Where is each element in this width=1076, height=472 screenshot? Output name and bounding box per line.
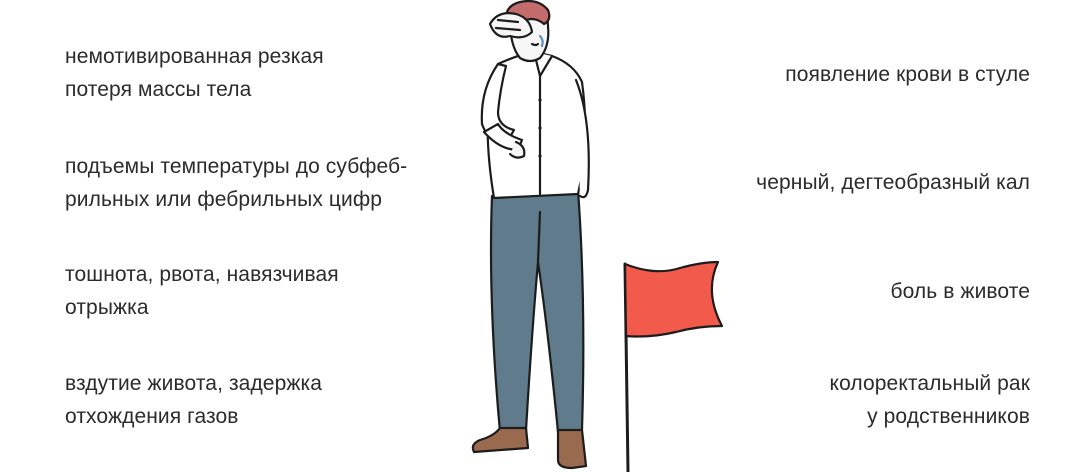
shirt [486,50,590,200]
red-flag-icon [623,260,724,472]
symptom-family-history: колоректальный рак у родственников [829,372,1030,428]
symptom-fever: подъемы температуры до субфеб- рильных и… [65,155,408,211]
worried-man-illustration [471,0,724,472]
symptom-blood-in-stool: появление крови в стуле [785,63,1030,86]
symptom-abdominal-pain: боль в животе [890,280,1030,303]
head [488,0,551,63]
arm-to-head [480,62,526,159]
symptom-nausea: тошнота, рвота, навязчивая отрыжка [65,263,339,319]
symptom-weight-loss: немотивированная резкая потеря массы тел… [65,45,324,101]
symptom-bloating: вздутие живота, задержка отхождения газо… [65,372,323,428]
shoes [471,426,588,470]
symptom-black-stool: черный, дегтеобразный кал [756,171,1030,194]
pants [489,188,585,434]
